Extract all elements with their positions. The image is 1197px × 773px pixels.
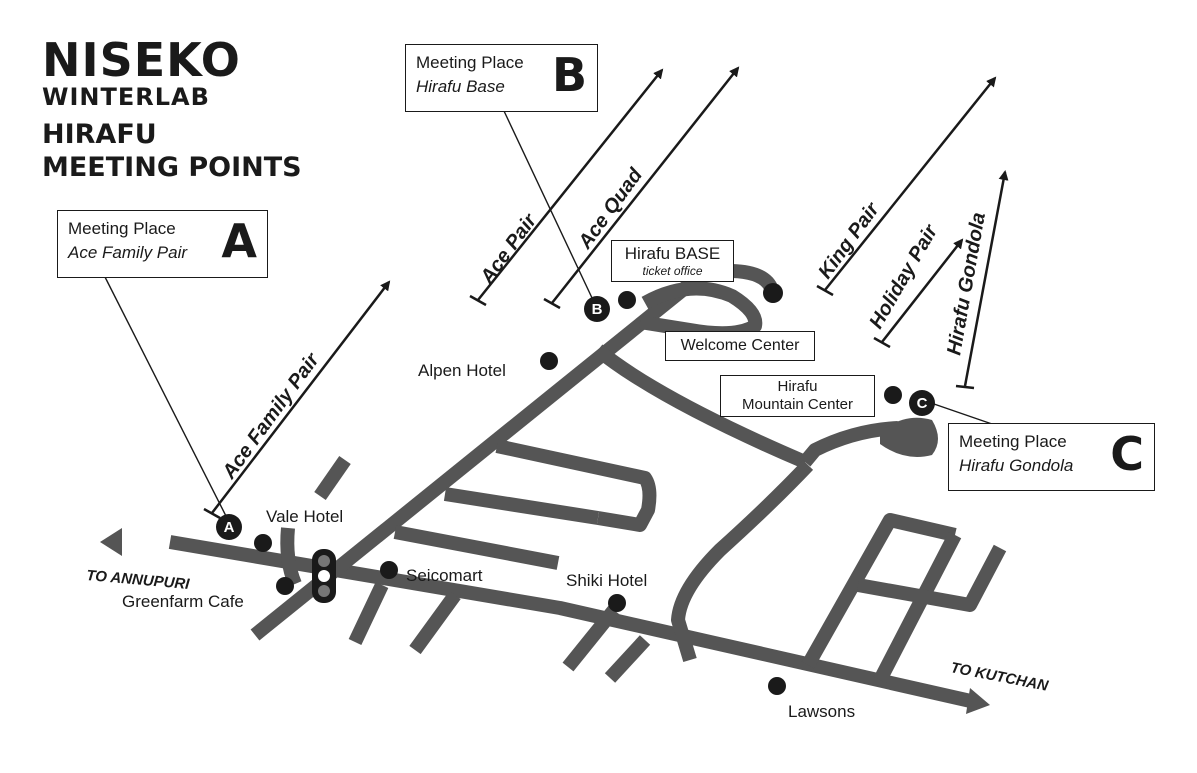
seicomart-label: Seicomart xyxy=(406,566,483,585)
meeting-place-c-line1: Meeting Place xyxy=(959,432,1067,451)
hirafu-base-box: Hirafu BASE ticket office xyxy=(611,240,734,282)
alpen-hotel-dot xyxy=(540,352,558,370)
leader-line-a xyxy=(104,276,229,521)
ace-quad-lift-line xyxy=(551,66,740,304)
leader-lines xyxy=(104,110,993,521)
mountain-center-box: Hirafu Mountain Center xyxy=(720,375,875,417)
to-annupuri-label: TO ANNUPURI xyxy=(86,567,191,593)
main-road xyxy=(168,535,977,709)
meeting-marker-b: B xyxy=(584,296,610,322)
south-street-4 xyxy=(604,635,651,683)
hirafu-base-spur-dot xyxy=(763,283,783,303)
seicomart-dot xyxy=(380,561,398,579)
holiday-pair-lift-base xyxy=(873,336,891,349)
brand-logo: NISEKO WINTERLAB xyxy=(42,36,241,110)
map-title-line2: MEETING POINTS xyxy=(42,152,302,183)
map-title-line1: HIRAFU xyxy=(42,119,157,150)
meeting-place-a-line1: Meeting Place xyxy=(68,219,176,238)
north-stub-road xyxy=(314,456,351,500)
to-kutchan-label: TO KUTCHAN xyxy=(949,659,1050,695)
hirafu-gondola-lift-line xyxy=(963,170,1009,387)
meeting-place-b-line2: Hirafu Base xyxy=(416,77,505,96)
ace-pair-lift-line xyxy=(477,68,664,301)
side-street-2 xyxy=(443,487,600,525)
hirafu-gondola-lift-base xyxy=(955,384,975,390)
svg-text:B: B xyxy=(592,301,603,318)
side-street-3 xyxy=(393,525,560,570)
king-pair-label: King Pair xyxy=(814,198,884,283)
ace-family-pair-lift-base xyxy=(203,507,221,520)
place-dots xyxy=(254,283,902,695)
meeting-place-c-box: Meeting Place Hirafu Gondola C xyxy=(948,423,1155,491)
welcome-center-dot xyxy=(704,302,722,320)
alpen-hotel-label: Alpen Hotel xyxy=(418,361,506,380)
ace-pair-lift-base xyxy=(469,294,487,307)
east-road xyxy=(801,513,957,669)
meeting-place-b-letter: B xyxy=(551,48,587,102)
king-pair-lift-line xyxy=(824,76,997,291)
hirafu-base-label: Hirafu BASE xyxy=(624,244,721,263)
lawsons-dot xyxy=(768,677,786,695)
leader-line-c xyxy=(933,403,993,425)
lawsons-label: Lawsons xyxy=(788,702,855,721)
greenfarm-cafe-dot xyxy=(276,577,294,595)
greenfarm-cafe-label: Greenfarm Cafe xyxy=(122,592,244,611)
holiday-pair-lift-line xyxy=(881,238,964,343)
vale-hotel-label: Vale Hotel xyxy=(266,507,343,526)
svg-text:A: A xyxy=(224,519,235,536)
ticket-office-dot xyxy=(618,291,636,309)
shiki-hotel-dot xyxy=(608,594,626,612)
vale-hotel-dot xyxy=(254,534,272,552)
king-pair-lift-base xyxy=(816,284,834,297)
south-street-2 xyxy=(409,590,461,655)
welcome-center-box: Welcome Center xyxy=(665,331,815,361)
meeting-place-c-line2: Hirafu Gondola xyxy=(959,456,1074,475)
lift-lines xyxy=(203,66,1009,520)
east-cross-road xyxy=(856,544,1007,612)
mountain-center-dot xyxy=(884,386,902,404)
svg-text:C: C xyxy=(917,395,928,412)
ace-pair-label: Ace Pair xyxy=(476,209,542,288)
meeting-marker-c: C xyxy=(909,390,935,416)
welcome-center-label: Welcome Center xyxy=(680,337,800,354)
meeting-place-a-box: Meeting Place Ace Family Pair A xyxy=(57,210,268,278)
brand-subtitle: WINTERLAB xyxy=(42,83,210,111)
central-road xyxy=(671,460,814,663)
kutchan-road-arrow xyxy=(966,688,990,714)
meeting-marker-a: A xyxy=(216,514,242,540)
east-road-2 xyxy=(873,531,962,684)
ace-quad-lift-base xyxy=(543,297,561,310)
shiki-hotel-label: Shiki Hotel xyxy=(566,571,647,590)
side-street-1 xyxy=(495,439,657,532)
brand-name: NISEKO xyxy=(42,33,241,87)
meeting-place-b-box: Meeting Place Hirafu Base B xyxy=(405,44,598,112)
south-street-3 xyxy=(562,605,620,672)
meeting-place-a-letter: A xyxy=(221,214,257,268)
meeting-place-c-letter: C xyxy=(1110,427,1144,481)
ace-family-pair-lift-line xyxy=(211,280,391,514)
map-title: HIRAFU MEETING POINTS xyxy=(42,118,302,184)
traffic-light-icon xyxy=(312,549,336,603)
annupuri-road-arrow xyxy=(100,528,122,556)
ace-family-pair-label: Ace Family Pair xyxy=(218,349,325,484)
gondola-road-upper xyxy=(593,344,808,469)
ticket-office-label: ticket office xyxy=(642,264,703,278)
meeting-place-a-line2: Ace Family Pair xyxy=(68,243,188,262)
south-street-1 xyxy=(348,582,389,645)
road-network xyxy=(100,264,1007,714)
mountain-center-label-line2: Mountain Center xyxy=(742,396,853,413)
mountain-center-label-line1: Hirafu xyxy=(777,378,818,395)
leader-line-b xyxy=(503,110,594,301)
meeting-place-b-line1: Meeting Place xyxy=(416,53,524,72)
gondola-cul-de-sac xyxy=(880,417,938,457)
north-stub-road-2 xyxy=(280,527,302,587)
